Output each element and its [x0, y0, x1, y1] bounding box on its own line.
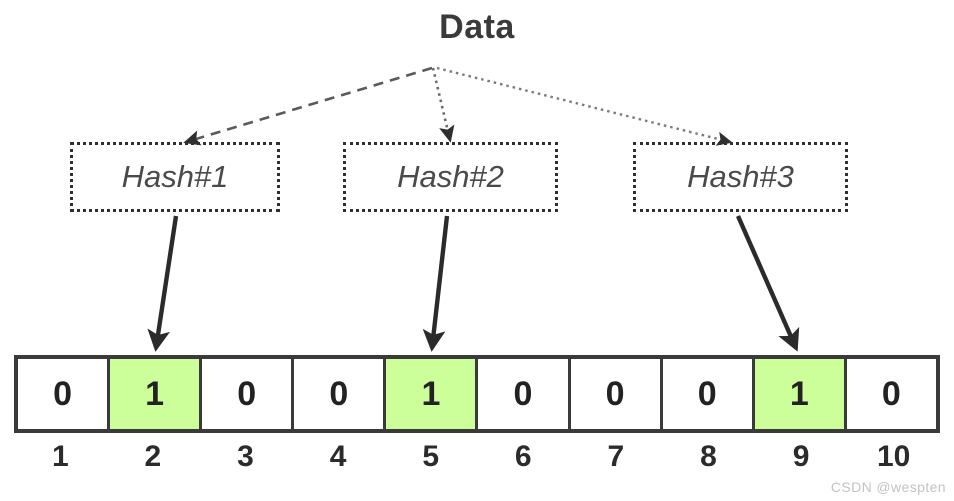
- bit-index-label: 2: [144, 440, 162, 473]
- watermark: CSDN @wespten: [830, 479, 946, 495]
- edge-data-to-hash3: [436, 66, 733, 146]
- hash-box-1[interactable]: Hash#1: [70, 142, 280, 212]
- bit-cell[interactable]: 1: [110, 359, 203, 429]
- bit-index-label: 8: [700, 440, 717, 473]
- bit-index-label: 4: [329, 440, 347, 473]
- bit-cell[interactable]: 0: [570, 359, 663, 429]
- hash-box-3-label: Hash#3: [687, 159, 794, 194]
- edge-hash1-to-bit2: [147, 215, 179, 352]
- bit-cell[interactable]: 0: [294, 359, 387, 429]
- bit-cell[interactable]: 1: [386, 359, 479, 429]
- bit-index-label: 1: [51, 440, 69, 473]
- bit-cell[interactable]: 0: [662, 359, 755, 429]
- hash-box-3[interactable]: Hash#3: [633, 142, 848, 212]
- bit-index-label: 9: [792, 440, 810, 473]
- bit-cell[interactable]: 0: [846, 359, 936, 429]
- bit-index-label: 3: [237, 440, 254, 473]
- edge-data-to-hash2: [431, 67, 455, 143]
- edge-data-to-hash1: [183, 66, 433, 146]
- bit-index-label: 7: [607, 440, 625, 473]
- bit-index-label: 5: [422, 440, 440, 473]
- hash-box-2-label: Hash#2: [397, 159, 504, 194]
- bit-array-index-row: 1 2 3 4 5 6 7 8 9 10: [14, 440, 940, 482]
- edge-hash3-to-bit9: [735, 215, 800, 352]
- bit-cell[interactable]: 0: [478, 359, 571, 429]
- page-title: Data: [439, 8, 515, 46]
- bit-index-label: 6: [514, 440, 532, 473]
- bit-cell[interactable]: 0: [202, 359, 295, 429]
- bit-index-label: 10: [876, 440, 911, 473]
- hash-box-2[interactable]: Hash#2: [343, 142, 558, 212]
- hash-box-1-label: Hash#1: [121, 159, 229, 194]
- bit-cell[interactable]: 0: [18, 359, 111, 429]
- edge-hash2-to-bit5: [422, 215, 450, 352]
- bit-array: 0 1 0 0 1 0 0 0 1 0: [14, 355, 940, 433]
- bit-cell[interactable]: 1: [754, 359, 847, 429]
